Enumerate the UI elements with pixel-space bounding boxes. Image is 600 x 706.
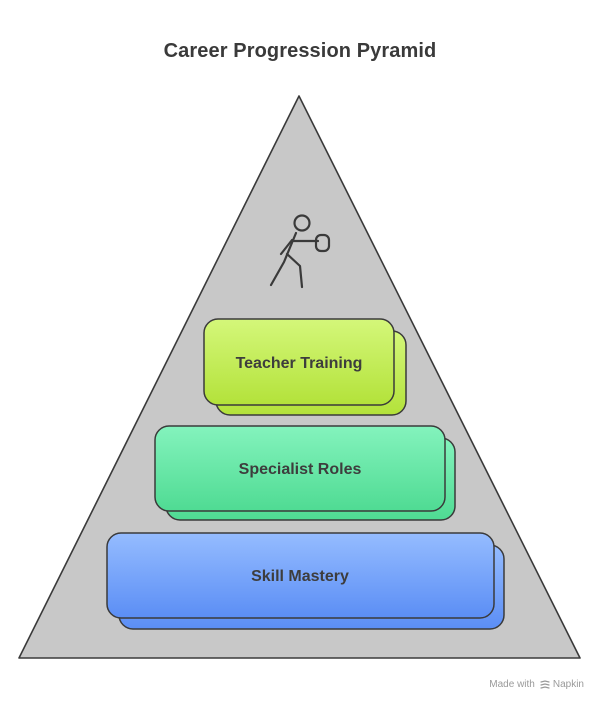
layer-teacher-training: Teacher Training [203,318,407,416]
diagram-title: Career Progression Pyramid [163,40,437,62]
layer-specialist-roles: Specialist Roles [154,425,456,521]
layer-label-specialist-roles: Specialist Roles [239,461,362,478]
layer-label-skill-mastery: Skill Mastery [251,568,349,585]
layer-label-teacher-training: Teacher Training [236,355,363,372]
watermark-brand: Napkin [552,679,584,690]
watermark-made-with: Made with [489,679,535,690]
napkin-logo-icon [540,679,550,689]
napkin-watermark: Made with Napkin [489,679,584,690]
layer-skill-mastery: Skill Mastery [106,532,505,630]
figure-punching-icon [269,214,331,289]
